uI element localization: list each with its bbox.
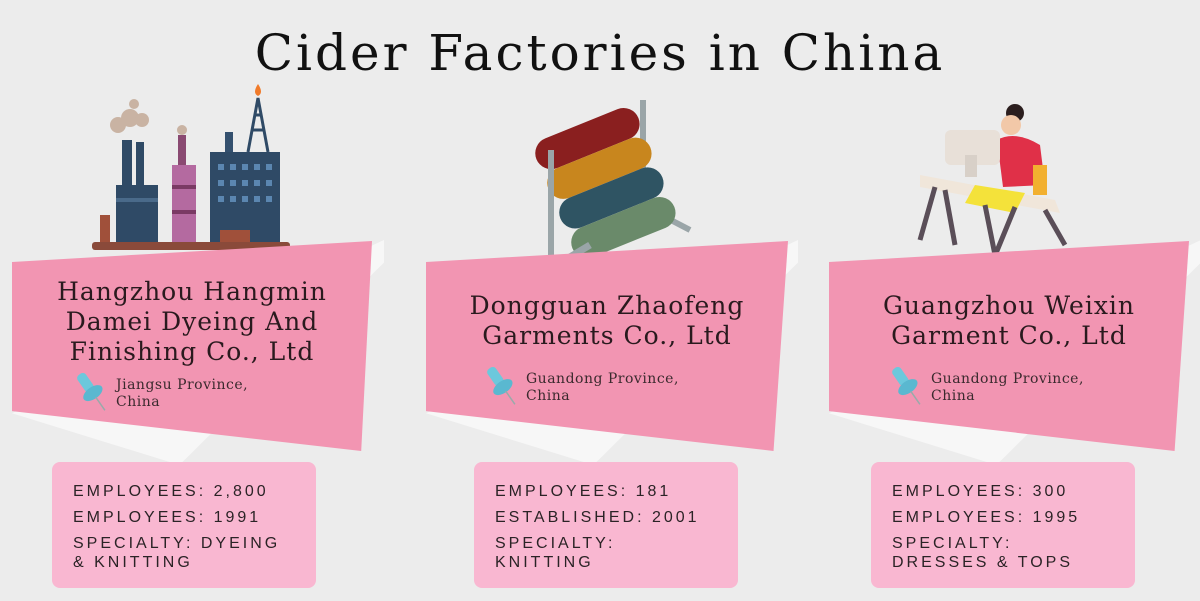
name-line: Dongguan Zhaofeng — [469, 291, 745, 320]
name-line: Garment Co., Ltd — [891, 321, 1127, 350]
factory-card-2-header: Dongguan Zhaofeng Garments Co., Ltd Guan… — [426, 241, 788, 451]
factory-illustration — [92, 84, 290, 250]
pushpin-icon — [892, 366, 921, 405]
detail-employees: EMPLOYEES: 2,800 — [73, 483, 269, 500]
location-line: Guandong Province, — [526, 371, 679, 387]
factory-card-1-details: EMPLOYEES: 2,800 EMPLOYEES: 1991 SPECIAL… — [52, 462, 316, 588]
detail-employees: EMPLOYEES: 300 — [892, 483, 1069, 500]
factory-card-1-header: Hangzhou Hangmin Damei Dyeing And Finish… — [12, 241, 372, 451]
factory-name: Guangzhou Weixin Garment Co., Ltd — [829, 291, 1189, 351]
factory-card-2-details: EMPLOYEES: 181 ESTABLISHED: 2001 SPECIAL… — [474, 462, 738, 588]
sewing-worker-illustration — [917, 104, 1068, 281]
location: Guandong Province,China — [484, 363, 679, 409]
name-line: Finishing Co., Ltd — [69, 337, 315, 366]
detail-established: ESTABLISHED: 2001 — [495, 509, 700, 526]
detail-specialty: SPECIALTY: DYEING & KNITTING — [73, 535, 281, 571]
detail-employees: EMPLOYEES: 181 — [495, 483, 672, 500]
detail-year: EMPLOYEES: 1995 — [892, 509, 1081, 526]
detail-year: EMPLOYEES: 1991 — [73, 509, 262, 526]
name-line: Garments Co., Ltd — [482, 321, 732, 350]
location-line: China — [116, 394, 161, 410]
factory-card-3-details: EMPLOYEES: 300 EMPLOYEES: 1995 SPECIALTY… — [871, 462, 1135, 588]
factory-card-3-header: Guangzhou Weixin Garment Co., Ltd Guando… — [829, 241, 1189, 451]
location: Guandong Province,China — [889, 363, 1084, 409]
page-title: Cider Factories in China — [254, 24, 946, 82]
name-line: Guangzhou Weixin — [882, 291, 1136, 320]
pushpin-icon — [77, 372, 106, 411]
pushpin-icon — [487, 366, 516, 405]
location: Jiangsu Province,China — [74, 369, 248, 415]
location-line: Jiangsu Province, — [116, 377, 249, 393]
detail-specialty: SPECIALTY: DRESSES & TOPS — [892, 535, 1074, 571]
name-line: Hangzhou Hangmin — [57, 277, 327, 306]
location-line: China — [526, 388, 571, 404]
name-line: Damei Dyeing And — [65, 307, 319, 336]
fabric-rolls-illustration — [535, 100, 692, 279]
factory-name: Hangzhou Hangmin Damei Dyeing And Finish… — [12, 277, 372, 367]
factory-name: Dongguan Zhaofeng Garments Co., Ltd — [426, 291, 788, 351]
location-line: China — [931, 388, 976, 404]
location-line: Guandong Province, — [931, 371, 1084, 387]
detail-specialty: SPECIALTY: KNITTING — [495, 535, 616, 571]
